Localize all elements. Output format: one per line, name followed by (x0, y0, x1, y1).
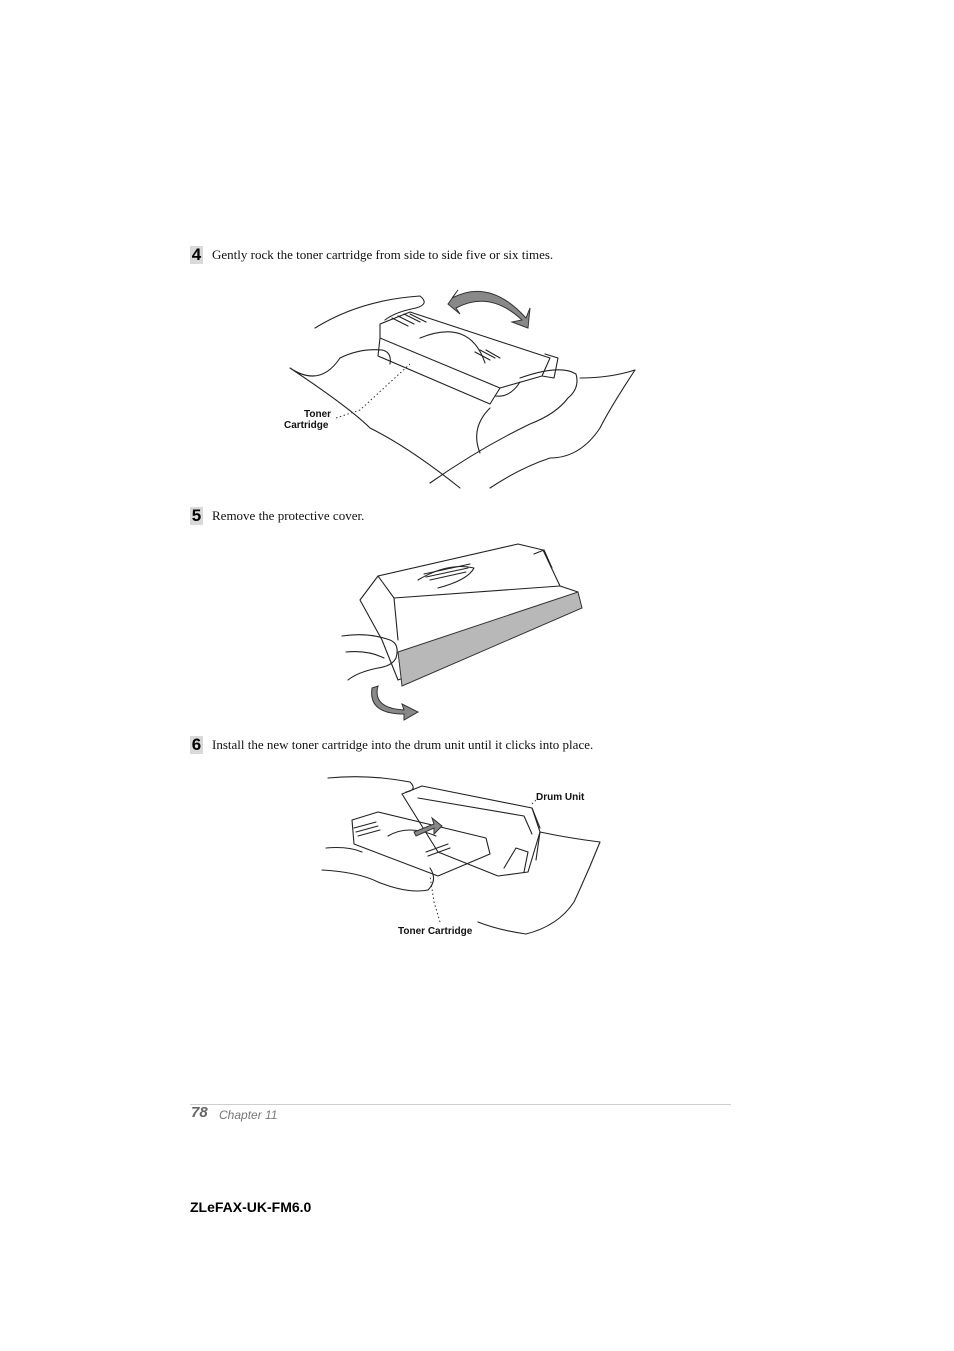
step-number: 5 (190, 506, 203, 525)
pull-arrow-icon (371, 685, 420, 721)
step-text: Gently rock the toner cartridge from sid… (212, 247, 554, 262)
step-text: Remove the protective cover. (212, 508, 365, 523)
step-text: Install the new toner cartridge into the… (212, 737, 594, 752)
toner-cartridge-icon (377, 311, 559, 405)
step-6: 6 Install the new toner cartridge into t… (190, 736, 593, 754)
rock-cartridge-illustration: Toner Cartridge (284, 289, 636, 489)
protective-cover-icon (397, 591, 583, 687)
hand-icon (341, 634, 398, 681)
drum-unit-label: Drum Unit (536, 792, 585, 803)
install-cartridge-illustration: Drum Unit Toner Cartridge (321, 776, 601, 937)
insert-arrow-icon (413, 816, 443, 837)
toner-label-line1: Toner (304, 409, 331, 420)
footer-rule (190, 1104, 731, 1105)
toner-cartridge-icon (351, 811, 491, 877)
drum-unit-icon (401, 785, 541, 877)
right-hand-icon (429, 369, 578, 484)
remove-cover-illustration (341, 543, 583, 721)
document-code: ZLeFAX-UK-FM6.0 (190, 1199, 312, 1215)
left-hand-icon (314, 295, 425, 329)
page-number: 78 (191, 1104, 208, 1121)
toner-cartridge-icon (359, 543, 579, 681)
left-hand-icon (327, 776, 414, 793)
rocking-arrow-icon (447, 289, 531, 329)
chapter-label: Chapter 11 (219, 1108, 278, 1122)
toner-cartridge-label: Toner Cartridge (398, 926, 473, 937)
step-5: 5 Remove the protective cover. (190, 507, 364, 525)
toner-label-line2: Cartridge (284, 420, 329, 431)
step-4: 4 Gently rock the toner cartridge from s… (190, 246, 553, 264)
step-number: 4 (190, 245, 203, 264)
step-number: 6 (190, 735, 203, 754)
